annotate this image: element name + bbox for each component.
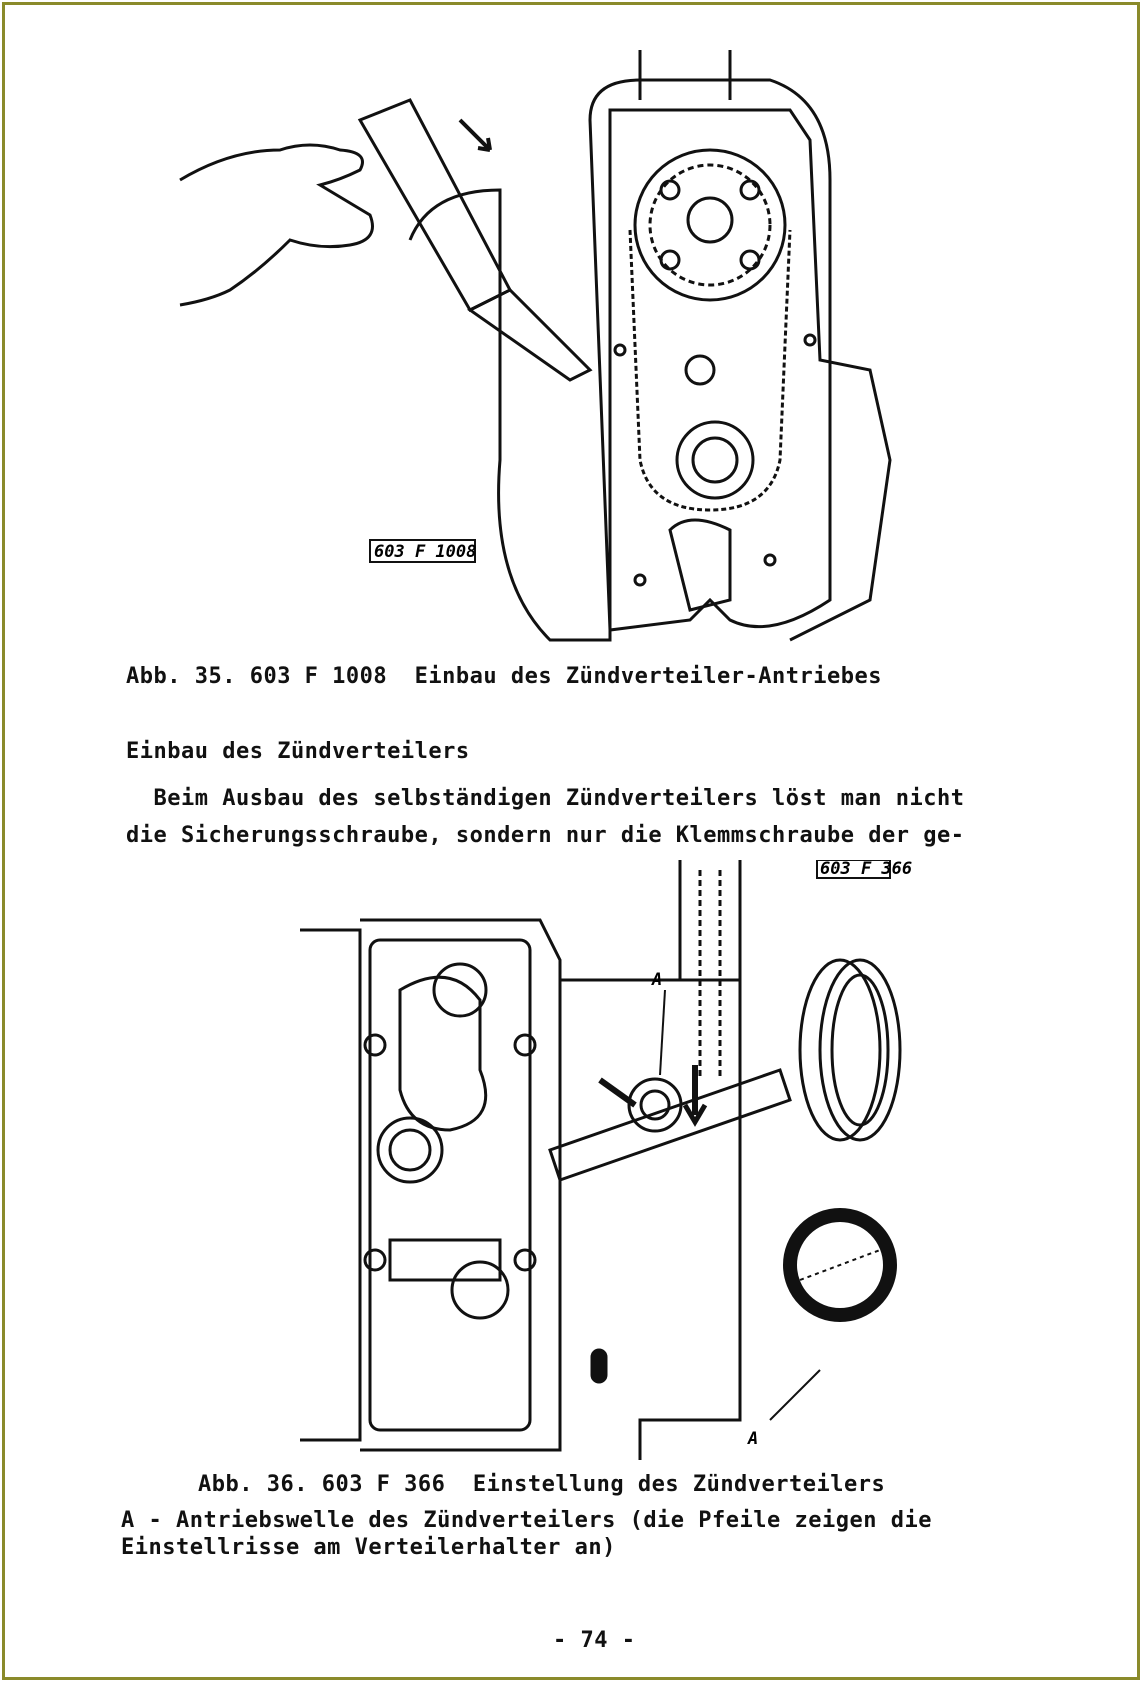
paragraph-line-2: die Sicherungsschraube, sondern nur die …: [126, 823, 965, 848]
figure-35-ref-label: 603 F 1008: [374, 542, 476, 562]
figure-36-drawing: A A 603 F 366: [300, 860, 912, 1460]
page-number: - 74 -: [553, 1628, 636, 1653]
figure-36-caption: Abb. 36. 603 F 366 Einstellung des Zündv…: [198, 1472, 886, 1497]
marker-a-top: A: [651, 970, 662, 990]
figure-36-ref-label: 603 F 366: [820, 860, 912, 879]
marker-a-bottom: A: [747, 1429, 758, 1449]
paragraph-line-1: Beim Ausbau des selbständigen Zündvertei…: [126, 786, 965, 811]
figure-35-drawing: 603 F 1008: [179, 50, 892, 642]
figure-36-legend-line-1: A - Antriebswelle des Zündverteilers (di…: [121, 1508, 932, 1533]
figure-35-illustration: 603 F 1008: [170, 40, 950, 660]
figure-36-illustration: A A 603 F 366: [300, 860, 960, 1470]
figure-35-caption: Abb. 35. 603 F 1008 Einbau des Zündverte…: [126, 664, 882, 689]
section-heading: Einbau des Zündverteilers: [126, 739, 470, 764]
figure-36-legend-line-2: Einstellrisse am Verteilerhalter an): [121, 1535, 616, 1560]
